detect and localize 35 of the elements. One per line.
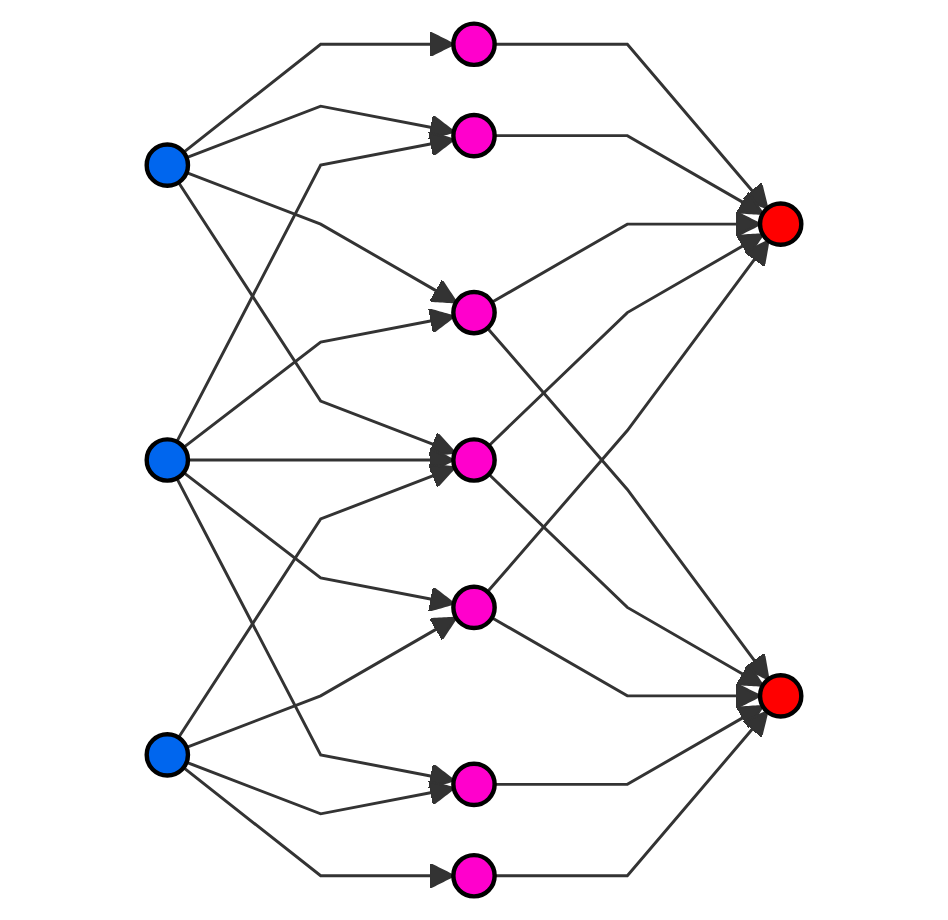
node-circle: [451, 584, 497, 631]
arrow: [186, 171, 458, 304]
arrow: [491, 616, 762, 709]
node-circle: [757, 201, 804, 247]
node-circle: [144, 437, 191, 483]
arrow: [486, 239, 770, 593]
node-circle: [451, 761, 497, 808]
arrow: [186, 616, 458, 749]
arrow: [494, 710, 769, 878]
arrow: [491, 211, 762, 304]
arrow: [182, 766, 455, 889]
arrow: [186, 104, 455, 160]
arrow: [175, 131, 455, 443]
node-circle: [757, 673, 804, 719]
arrow: [182, 308, 455, 449]
arrow: [187, 447, 455, 473]
node-circle: [144, 732, 191, 778]
arrow: [494, 705, 764, 786]
arrow: [186, 760, 455, 816]
node-circle: [451, 437, 497, 483]
arrow: [182, 31, 455, 154]
node-circle: [451, 852, 497, 899]
arrow: [182, 471, 455, 612]
node-circle: [451, 289, 497, 336]
arrow: [177, 181, 456, 457]
node-circle: [451, 21, 497, 68]
arrow: [487, 473, 764, 687]
node-circle: [144, 142, 191, 188]
arrow: [494, 42, 769, 210]
arrow: [487, 233, 764, 447]
arrow: [177, 463, 456, 739]
arrow: [494, 134, 764, 215]
node-circle: [451, 112, 497, 159]
arrow: [175, 477, 455, 789]
arrow: [486, 327, 770, 681]
